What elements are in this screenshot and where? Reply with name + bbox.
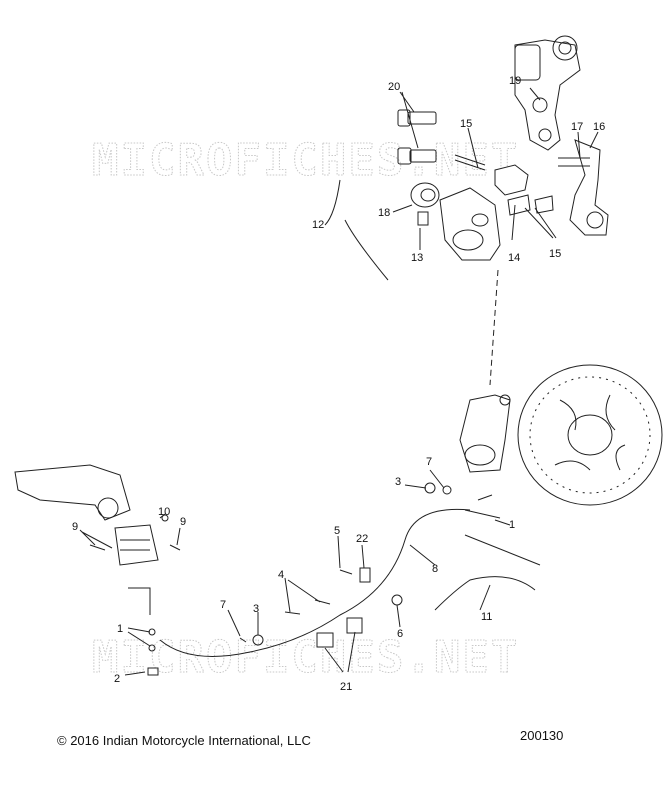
caliper-mount-illustration	[558, 139, 609, 236]
diagram-number: 200130	[520, 728, 564, 743]
callout-1-right: 1	[509, 519, 515, 531]
nut-illustration	[391, 594, 403, 606]
leader-8	[409, 544, 436, 566]
callout-9-left: 9	[72, 521, 78, 533]
leader-16-17	[577, 131, 599, 159]
bolt-illustration	[397, 109, 437, 165]
leader-9b	[176, 527, 181, 546]
leader-14-15b	[511, 204, 557, 241]
callout-4: 4	[278, 569, 284, 581]
leader-9a	[79, 529, 113, 549]
leader-10	[159, 513, 166, 519]
callout-20: 20	[388, 81, 400, 93]
banjo-bolt-illustration	[147, 667, 159, 676]
clip-illustration	[359, 567, 371, 583]
screw-illustration	[89, 544, 353, 643]
callout-22: 22	[356, 533, 368, 545]
assembled-caliper-illustration	[459, 394, 511, 473]
callout-17: 17	[571, 121, 583, 133]
leader-20	[399, 91, 419, 149]
leader-15a	[467, 127, 479, 169]
clip-illustration	[316, 632, 334, 648]
pin-illustration	[454, 154, 486, 171]
group-bracket-line	[324, 179, 389, 281]
callout-19: 19	[509, 75, 521, 87]
callout-7-top: 7	[426, 456, 432, 468]
brake-rotor-illustration	[517, 364, 663, 506]
callout-5: 5	[334, 525, 340, 537]
bleeder-illustration	[417, 211, 429, 226]
clip-illustration	[346, 617, 363, 634]
callout-14: 14	[508, 252, 520, 264]
leader-2	[124, 671, 146, 676]
connector-line	[128, 587, 151, 615]
assembly-line	[489, 269, 499, 386]
callout-15-bottom: 15	[549, 248, 561, 260]
nut-illustration	[424, 482, 436, 494]
leader-1b	[127, 627, 151, 647]
leader-21	[324, 631, 356, 673]
watermark-top: MICROFICHES.NET	[92, 135, 519, 186]
callout-11: 11	[481, 611, 492, 623]
washer-illustration	[148, 644, 156, 652]
washer-illustration	[161, 514, 169, 522]
watermark-bottom: MICROFICHES.NET	[92, 632, 519, 683]
callout-16: 16	[593, 121, 605, 133]
caliper-illustration	[439, 164, 554, 261]
leader-18	[392, 204, 413, 213]
leader-1a	[477, 494, 511, 526]
leader-11	[479, 584, 491, 611]
leader-22	[361, 544, 365, 569]
nut-illustration	[442, 485, 452, 495]
caliper-bracket-illustration	[514, 35, 581, 151]
leader-7a	[429, 469, 445, 489]
master-cylinder-illustration	[114, 524, 159, 566]
line-fitting-illustration	[464, 509, 541, 566]
callout-21: 21	[340, 681, 352, 693]
copyright-text: © 2016 Indian Motorcycle International, …	[57, 733, 311, 748]
callout-7-bottom: 7	[220, 599, 226, 611]
leader-5	[337, 535, 341, 569]
leader-19	[529, 87, 541, 101]
callout-1-left: 1	[117, 623, 123, 635]
piston-illustration	[410, 182, 440, 208]
leader-3a	[404, 484, 427, 489]
callout-8: 8	[432, 563, 438, 575]
callout-13: 13	[411, 252, 423, 264]
callout-9-right: 9	[180, 516, 186, 528]
leader-7b	[227, 609, 241, 637]
callout-12: 12	[312, 219, 324, 231]
callout-15-top: 15	[460, 118, 472, 130]
sensor-line-illustration	[434, 576, 536, 611]
callout-3-bottom: 3	[253, 603, 259, 615]
callout-10: 10	[158, 506, 170, 518]
brake-line-illustration	[159, 508, 471, 657]
callout-2: 2	[114, 673, 120, 685]
leader-4	[284, 577, 321, 613]
callout-3-top: 3	[395, 476, 401, 488]
callout-18: 18	[378, 207, 390, 219]
callout-6: 6	[397, 628, 403, 640]
brake-lever-illustration	[14, 464, 131, 521]
leader-6	[396, 604, 401, 628]
